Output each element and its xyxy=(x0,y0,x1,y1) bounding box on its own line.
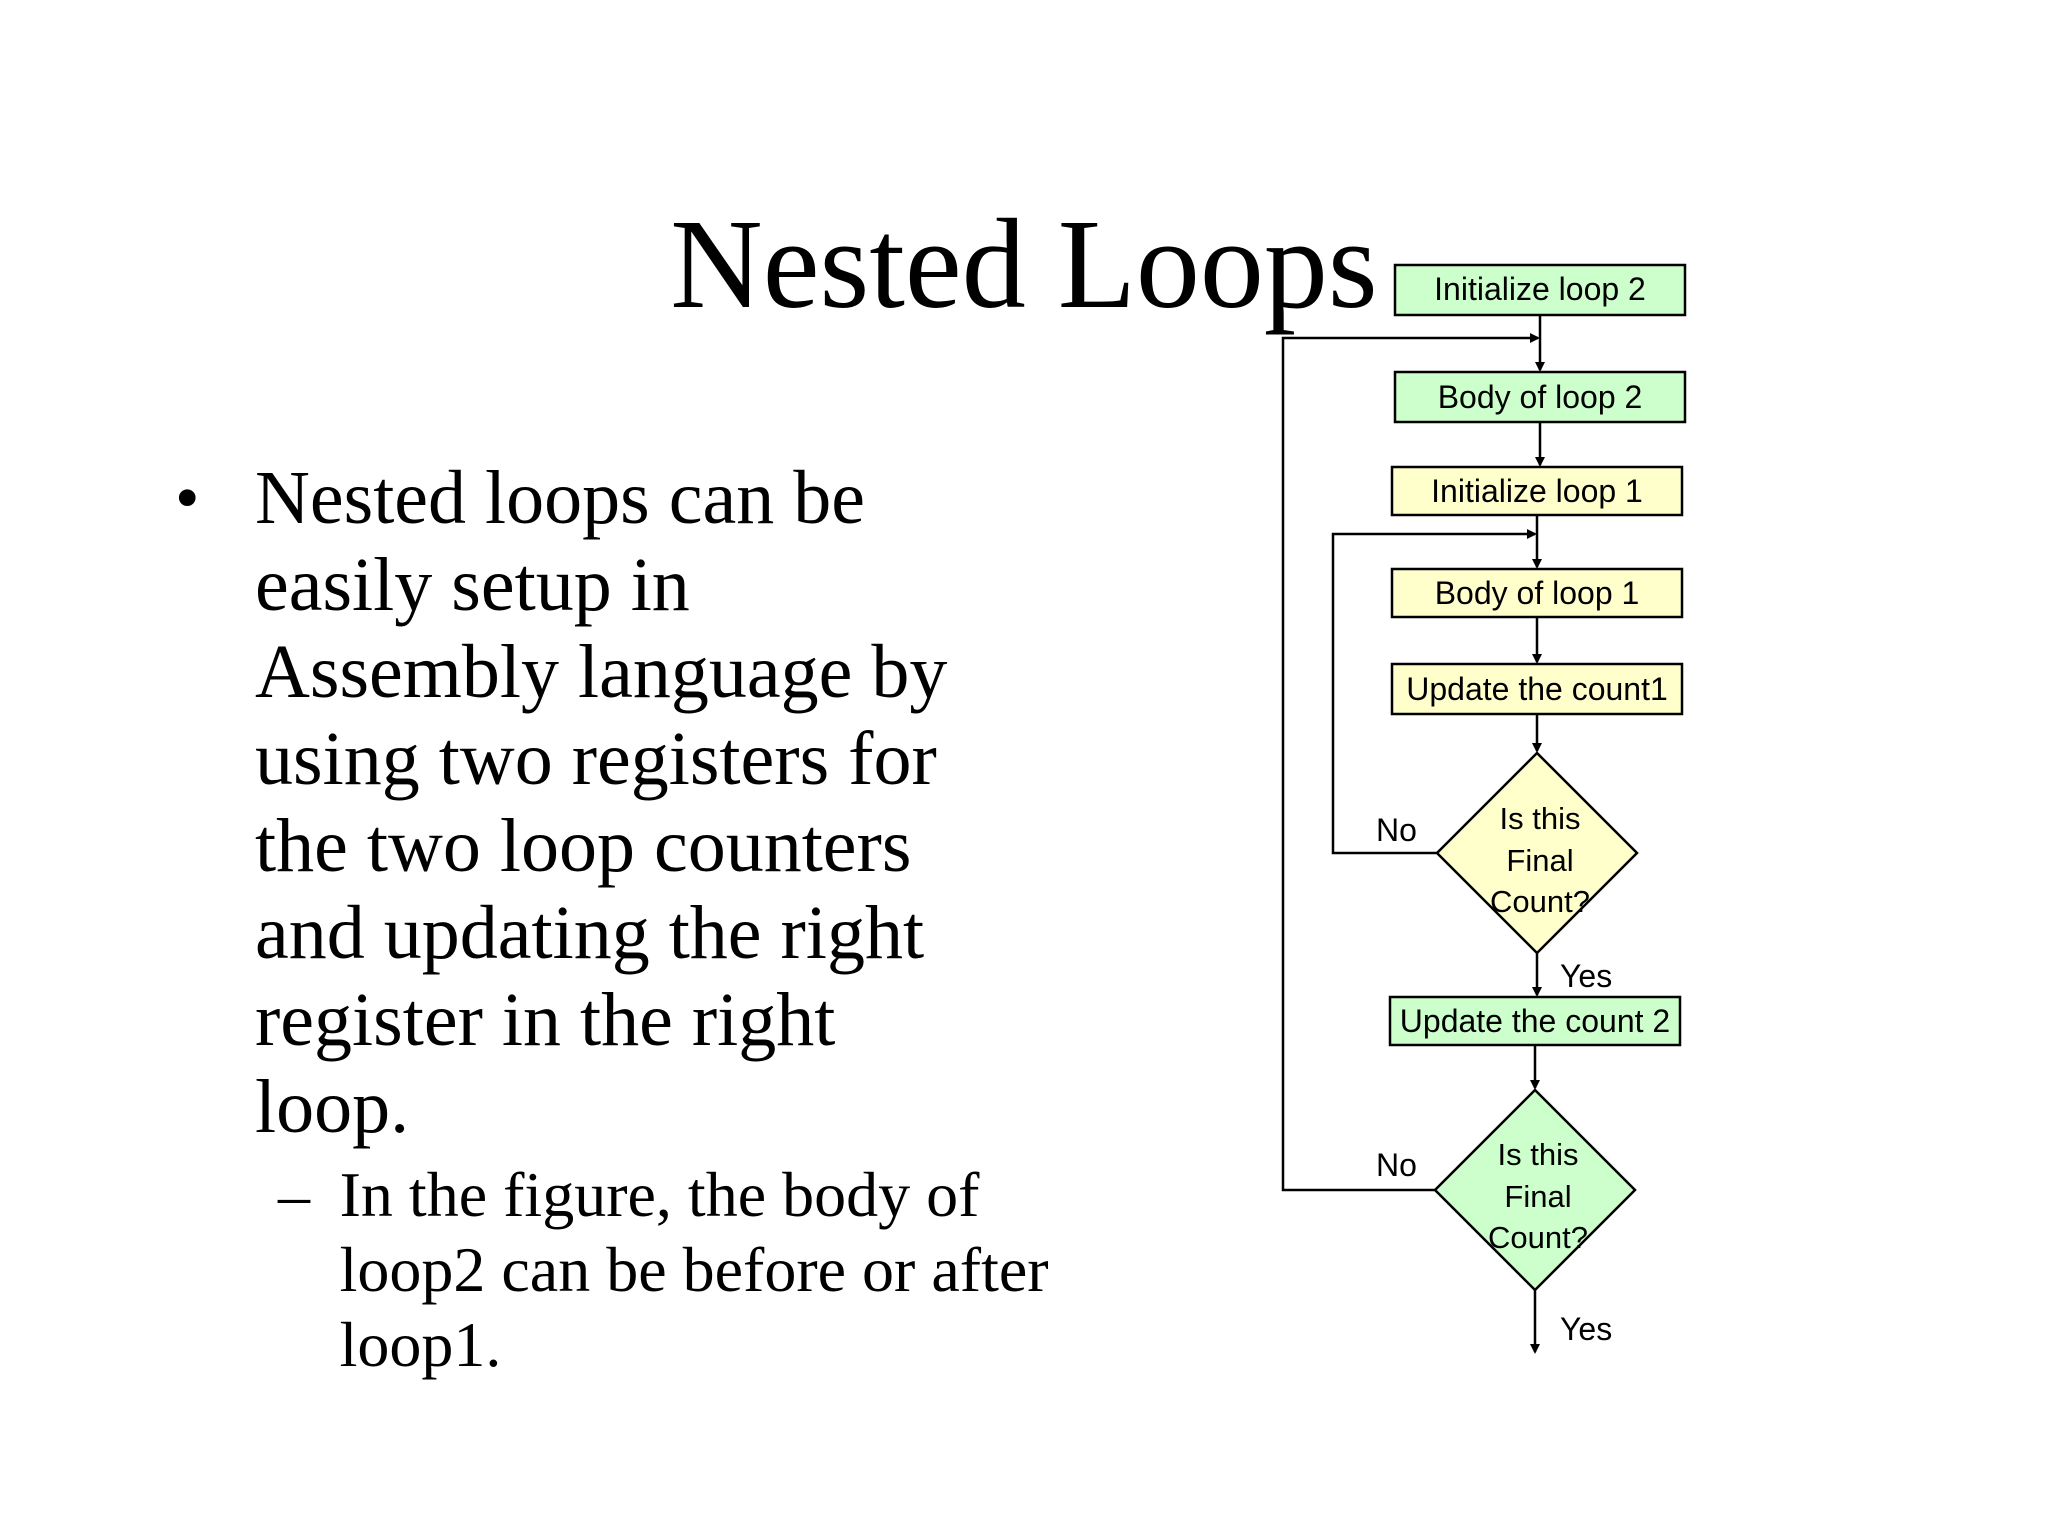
box-update-count-2-label: Update the count 2 xyxy=(1400,1003,1670,1039)
decision-1-line-2: Final xyxy=(1506,843,1573,878)
decision-final-count-2: Is this Final Count? xyxy=(1433,1088,1637,1292)
decision-2-line-1: Is this xyxy=(1498,1137,1579,1172)
loop2-return-path xyxy=(1281,333,1540,1192)
bullet-list: • Nested loops can be easily setup in As… xyxy=(175,455,1075,1382)
box-initialize-loop-2: Initialize loop 2 xyxy=(1393,263,1687,317)
box-body-of-loop-2: Body of loop 2 xyxy=(1393,370,1687,424)
label-yes-1: Yes xyxy=(1560,958,1612,994)
box-initialize-loop-1-label: Initialize loop 1 xyxy=(1431,473,1643,509)
label-no-1: No xyxy=(1376,812,1417,848)
box-body-of-loop-1: Body of loop 1 xyxy=(1390,567,1684,619)
flow-connectors xyxy=(1281,315,1545,1354)
sub-bullet-item: – In the figure, the body of loop2 can b… xyxy=(278,1157,1075,1382)
bullet-text: Nested loops can be easily setup in Asse… xyxy=(255,456,948,1149)
label-yes-2: Yes xyxy=(1560,1311,1612,1347)
decision-1-line-1: Is this xyxy=(1500,801,1581,836)
decision-2-line-3: Count? xyxy=(1488,1220,1588,1255)
sub-bullet-marker: – xyxy=(278,1159,310,1230)
bullet-item: • Nested loops can be easily setup in As… xyxy=(175,455,1075,1151)
box-body-of-loop-2-label: Body of loop 2 xyxy=(1438,379,1643,415)
box-update-count-2: Update the count 2 xyxy=(1388,995,1682,1047)
box-initialize-loop-1: Initialize loop 1 xyxy=(1390,465,1684,517)
sub-bullet-text: In the figure, the body of loop2 can be … xyxy=(339,1159,1049,1380)
decision-final-count-1: Is this Final Count? xyxy=(1435,751,1639,955)
slide-title: Nested Loops xyxy=(670,193,1378,335)
loop1-return-path xyxy=(1331,529,1537,855)
box-body-of-loop-1-label: Body of loop 1 xyxy=(1435,575,1640,611)
label-no-2: No xyxy=(1376,1147,1417,1183)
decision-2-line-2: Final xyxy=(1504,1179,1571,1214)
decision-1-line-3: Count? xyxy=(1490,884,1590,919)
bullet-marker: • xyxy=(175,460,200,537)
box-update-count-1: Update the count1 xyxy=(1390,662,1684,716)
box-initialize-loop-2-label: Initialize loop 2 xyxy=(1434,271,1646,307)
box-update-count-1-label: Update the count1 xyxy=(1406,671,1668,707)
